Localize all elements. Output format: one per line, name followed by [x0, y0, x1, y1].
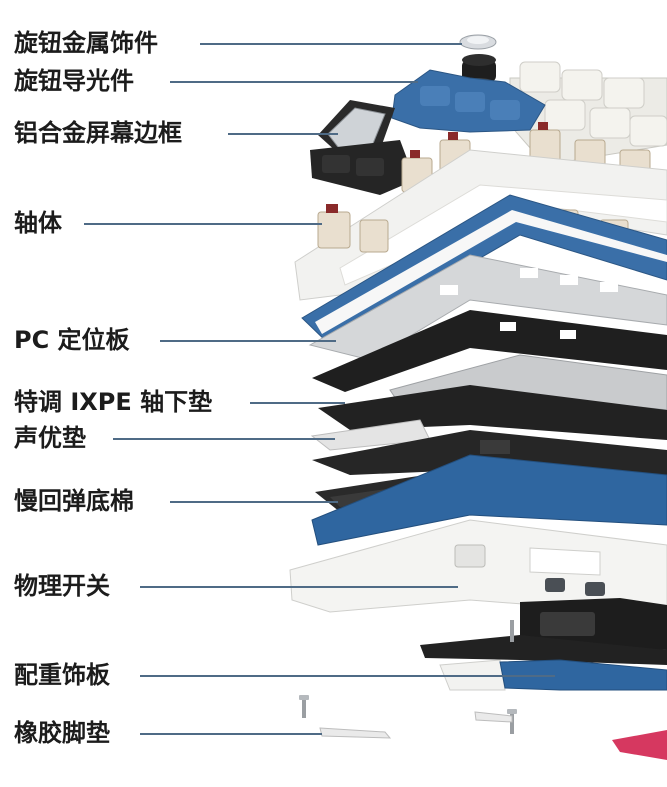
label-knob-metal-trim: 旋钮金属饰件: [14, 29, 158, 57]
label-sound-foam: 声优垫: [14, 424, 86, 452]
leader-line-weight-plate: [140, 675, 555, 677]
ixpe-foam-part: [312, 310, 667, 392]
label-physical-switch: 物理开关: [14, 572, 110, 600]
label-switches: 轴体: [14, 209, 62, 237]
label-weight-plate: 配重饰板: [14, 661, 110, 689]
leader-line-sound-foam: [113, 438, 335, 440]
leader-line-knob-metal: [200, 43, 462, 45]
leader-line-physical-switch: [140, 586, 458, 588]
leader-line-bezel: [228, 133, 338, 135]
rubber-feet-part: [319, 711, 667, 760]
white-keycaps-part: [509, 61, 667, 166]
leader-line-knob-guide: [170, 81, 418, 83]
label-ixpe-switch-pad: 特调 IXPE 轴下垫: [14, 388, 213, 416]
blue-keycaps-part: [391, 69, 546, 133]
physical-switch-part: [545, 578, 605, 596]
leader-line-pc-plate: [160, 340, 336, 342]
leader-line-switch: [84, 223, 322, 225]
leader-line-ixpe: [250, 402, 345, 404]
leader-line-rubber-feet: [140, 733, 322, 735]
label-rubber-feet: 橡胶脚垫: [14, 719, 110, 747]
label-aluminum-screen-bezel: 铝合金屏幕边框: [14, 119, 182, 147]
label-pc-plate: PC 定位板: [14, 326, 130, 354]
black-keycaps-part: [310, 140, 415, 195]
battery-module-part: [520, 598, 667, 650]
knob-metal-ring-part: [459, 34, 497, 50]
screw-parts: [299, 620, 517, 734]
blue-bottom-plate-part: [311, 454, 667, 546]
leader-line-foam: [170, 501, 338, 503]
label-knob-light-guide: 旋钮导光件: [14, 67, 134, 95]
label-slow-rebound-foam: 慢回弹底棉: [14, 487, 134, 515]
